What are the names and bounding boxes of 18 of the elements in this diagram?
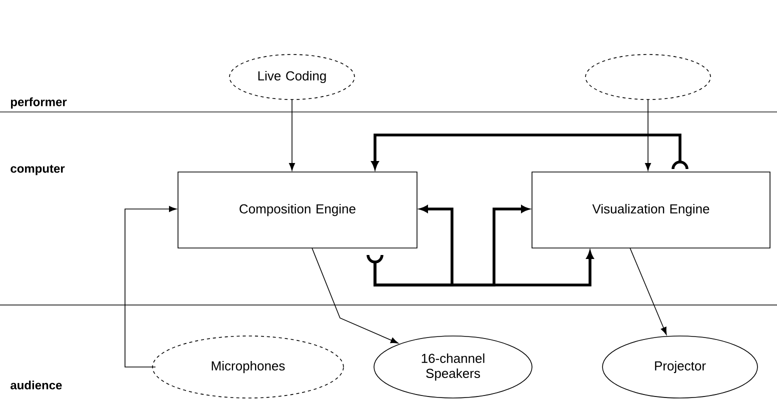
band-label: computer bbox=[10, 164, 65, 176]
arrow bbox=[371, 134, 688, 170]
ellipse-node: Live Coding bbox=[229, 54, 355, 100]
arrow bbox=[645, 99, 651, 171]
ellipse-node: Microphones bbox=[152, 336, 344, 398]
ellipse-node bbox=[585, 54, 711, 100]
arrow bbox=[374, 251, 594, 286]
arrow bbox=[630, 248, 667, 335]
process-box: Composition Engine bbox=[178, 172, 418, 248]
arrow bbox=[366, 205, 454, 286]
arrow bbox=[289, 99, 295, 171]
band-label: performer bbox=[10, 97, 67, 109]
arrow bbox=[124, 206, 177, 368]
band-label: audience bbox=[10, 380, 62, 390]
ellipse-node: 16-channel Speakers bbox=[374, 336, 532, 398]
ellipse-node: Projector bbox=[602, 336, 758, 398]
arrow bbox=[312, 248, 398, 344]
process-box: Visualization Engine bbox=[532, 172, 770, 248]
